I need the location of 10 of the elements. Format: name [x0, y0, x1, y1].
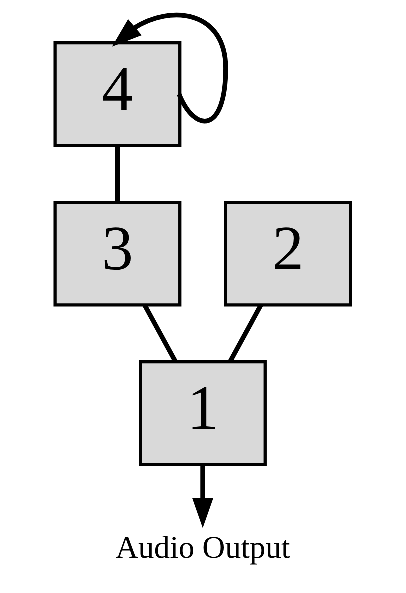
node-box: 3 [54, 200, 182, 307]
connector [142, 304, 178, 363]
arrow [112, 12, 228, 124]
node-box: 4 [54, 41, 182, 148]
node-box: 1 [139, 360, 267, 466]
node-text: Audio Output [116, 530, 290, 565]
connector [228, 304, 264, 363]
node-box: 2 [224, 200, 352, 307]
arrow [192, 465, 214, 528]
connector [115, 146, 120, 202]
